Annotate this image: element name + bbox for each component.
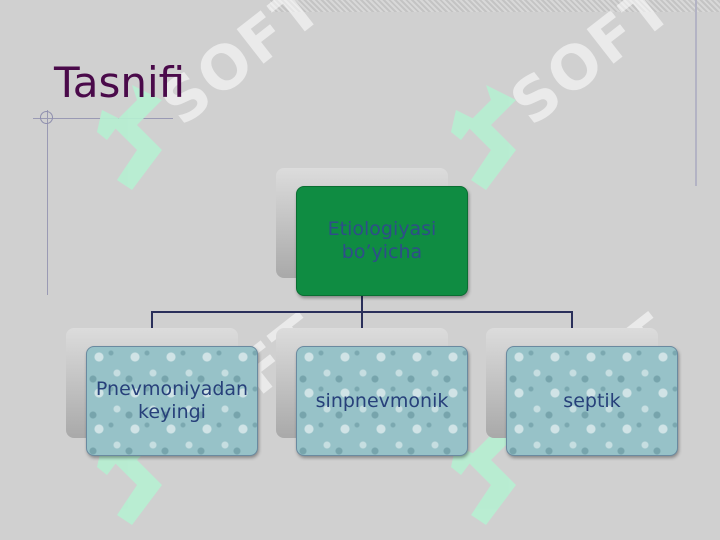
diagram-root-node: Etiologiyasi bo’yicha <box>296 186 468 296</box>
diagram-child-node-1: Pnevmoniyadan keyingi <box>86 346 258 456</box>
child-node-label-3: septik <box>563 389 621 412</box>
diagram-child-node-2: sinpnevmonik <box>296 346 468 456</box>
slide-title: Tasnifi <box>54 58 186 107</box>
decorative-vertical-line-left <box>47 110 48 295</box>
diagram-child-node-3: septik <box>506 346 678 456</box>
decorative-crosshair-circle <box>40 111 53 124</box>
child-node-label-2: sinpnevmonik <box>315 389 449 412</box>
root-node-label: Etiologiyasi bo’yicha <box>327 218 437 263</box>
decorative-vertical-line-right <box>695 0 697 186</box>
child-node-label-1: Pnevmoniyadan keyingi <box>95 378 249 423</box>
top-pattern-strip <box>270 0 720 12</box>
